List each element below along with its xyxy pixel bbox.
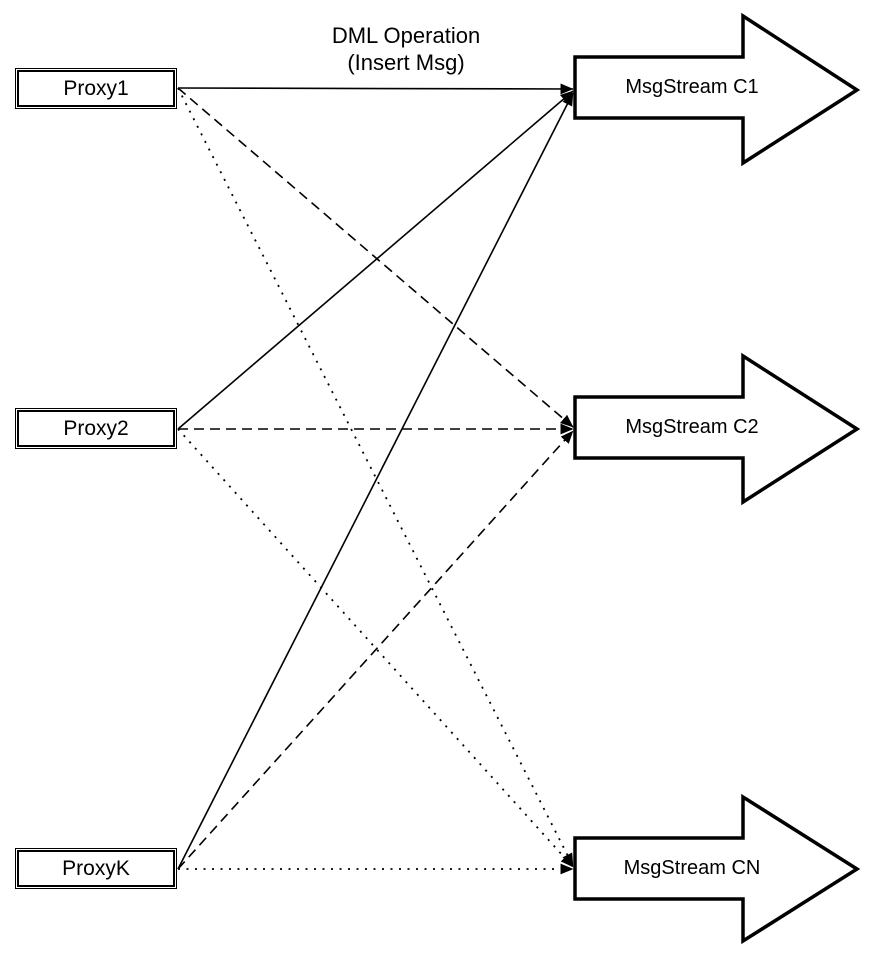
stream-shapes xyxy=(573,12,861,945)
msgstream-c1-label: MsgStream C1 xyxy=(625,76,759,98)
dml-operation-line1: DML Operation xyxy=(331,23,481,48)
edge-proxy1-msgstream-cn xyxy=(177,87,574,867)
node-proxy1: Proxy1 xyxy=(15,68,177,109)
msgstream-c2-arrow-shape xyxy=(573,352,861,506)
msgstream-c1-arrow-shape xyxy=(573,12,861,167)
edge-proxyk-msgstream-c2 xyxy=(177,430,574,870)
dml-operation-label: DML Operation (Insert Msg) xyxy=(281,22,531,76)
node-proxyk: ProxyK xyxy=(15,848,177,889)
edge-proxy1-msgstream-c2 xyxy=(177,87,574,428)
msgstream-cn-arrow-shape xyxy=(573,793,861,945)
node-proxy2-frame: Proxy2 xyxy=(17,410,175,447)
edge-proxyk-msgstream-c1 xyxy=(177,92,574,870)
node-proxyk-frame: ProxyK xyxy=(17,850,175,887)
proxyk-label: ProxyK xyxy=(62,857,130,880)
edge-proxy1-msgstream-c1 xyxy=(177,83,574,95)
node-proxy1-frame: Proxy1 xyxy=(17,70,175,107)
msgstream-cn-label: MsgStream CN xyxy=(623,857,761,879)
edge-proxy2-msgstream-cn xyxy=(177,428,574,868)
edge-proxy2-msgstream-c1 xyxy=(177,90,574,430)
node-proxy2: Proxy2 xyxy=(15,408,177,449)
msgstream-c2-label: MsgStream C2 xyxy=(625,416,759,438)
proxy1-label: Proxy1 xyxy=(63,77,129,100)
proxy2-label: Proxy2 xyxy=(63,417,129,440)
edge-group xyxy=(177,83,574,875)
dml-operation-line2: (Insert Msg) xyxy=(347,50,465,75)
